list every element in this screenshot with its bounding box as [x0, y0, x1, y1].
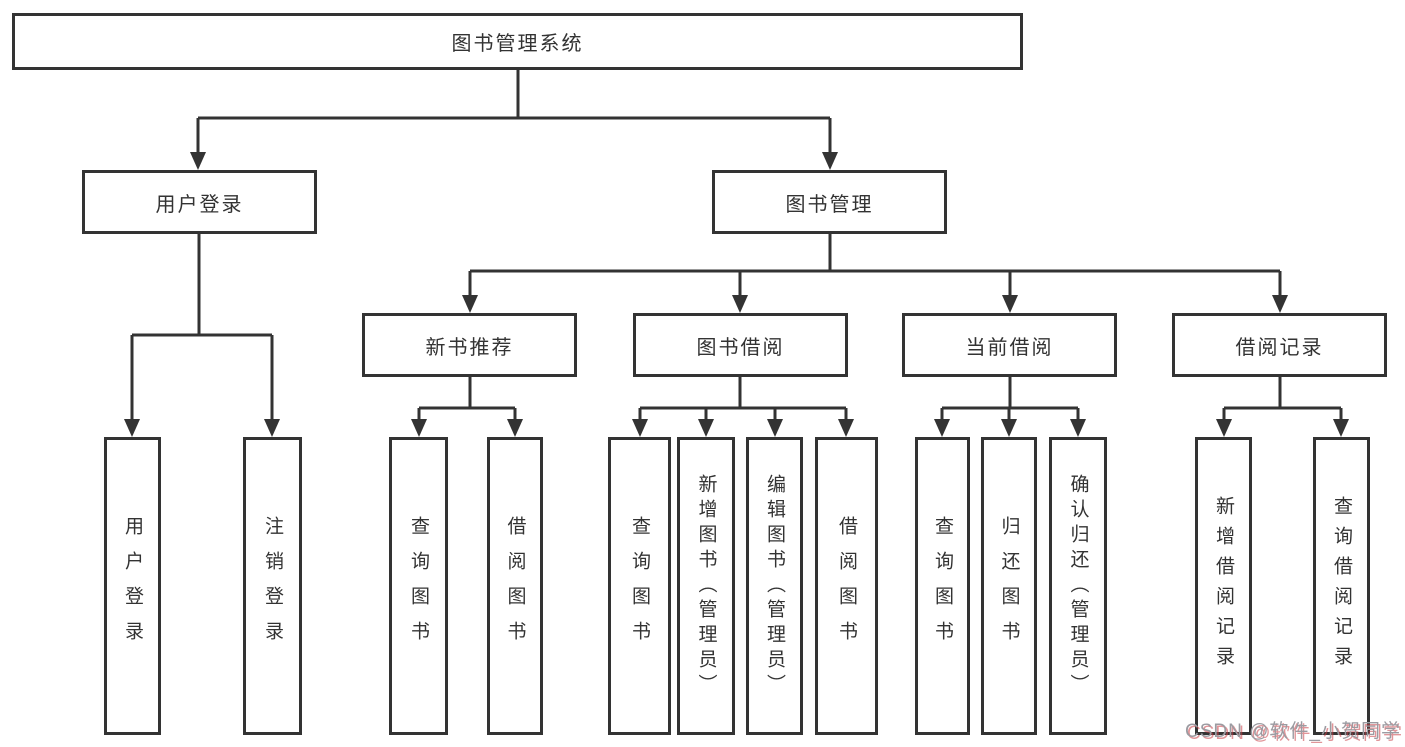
node-user-login: 用户登录	[82, 170, 317, 234]
node-label: 图书管理	[785, 193, 874, 216]
node-label: 当前借阅	[965, 336, 1054, 359]
arrowheads	[124, 152, 1349, 437]
leaf-query-books-recommend: 查询图书	[389, 437, 448, 735]
leaf-label: 用户登录	[122, 516, 143, 656]
leaf-label: 借阅图书	[504, 516, 526, 656]
leaf-label: 新增图书（管理员）	[695, 473, 717, 699]
leaf-query-borrow-record: 查询借阅记录	[1313, 437, 1370, 735]
leaf-label: 确认归还（管理员）	[1067, 473, 1089, 699]
leaf-label: 归还图书	[998, 516, 1020, 656]
node-new-book-recommendation: 新书推荐	[362, 313, 577, 377]
leaf-add-borrow-record: 新增借阅记录	[1195, 437, 1252, 735]
leaf-label: 新增借阅记录	[1213, 496, 1234, 676]
node-book-borrowing: 图书借阅	[633, 313, 848, 377]
leaf-borrow-books-recommend: 借阅图书	[487, 437, 543, 735]
node-book-management: 图书管理	[712, 170, 947, 234]
leaf-confirm-return-admin: 确认归还（管理员）	[1049, 437, 1107, 735]
leaf-label: 注销登录	[262, 516, 283, 656]
leaf-query-books-current: 查询图书	[915, 437, 970, 735]
leaf-user-login: 用户登录	[104, 437, 161, 735]
node-label: 图书管理系统	[451, 33, 584, 55]
node-label: 新书推荐	[425, 336, 514, 359]
node-borrowing-records: 借阅记录	[1172, 313, 1387, 377]
leaf-borrow-books-borrowing: 借阅图书	[815, 437, 878, 735]
leaf-add-books-admin: 新增图书（管理员）	[677, 437, 735, 735]
leaf-label: 查询图书	[932, 516, 953, 656]
leaf-logout: 注销登录	[243, 437, 302, 735]
node-library-management-system: 图书管理系统	[12, 13, 1023, 70]
leaf-label: 借阅图书	[836, 516, 857, 656]
leaf-label: 查询图书	[629, 516, 650, 656]
csdn-watermark: CSDN @软件_小贺同学	[1185, 721, 1401, 742]
node-current-borrowing: 当前借阅	[902, 313, 1117, 377]
leaf-return-books: 归还图书	[981, 437, 1037, 735]
leaf-edit-books-admin: 编辑图书（管理员）	[746, 437, 803, 735]
leaf-label: 查询图书	[408, 516, 429, 656]
node-label: 图书借阅	[696, 336, 785, 359]
node-label: 借阅记录	[1235, 336, 1324, 359]
leaf-label: 查询借阅记录	[1331, 496, 1352, 676]
node-label: 用户登录	[155, 193, 244, 216]
leaf-label: 编辑图书（管理员）	[764, 473, 785, 699]
leaf-query-books-borrowing: 查询图书	[608, 437, 671, 735]
